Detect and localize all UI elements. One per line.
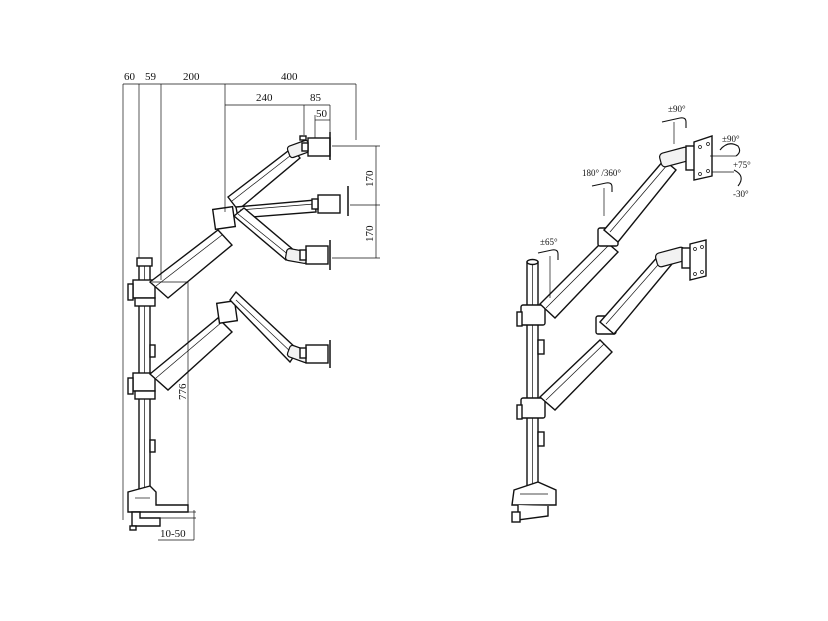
desk-clamp xyxy=(127,485,189,531)
dim-85: 85 xyxy=(310,92,322,104)
angle-tilt-top: ±90° xyxy=(668,104,686,114)
dim-60: 60 xyxy=(124,71,136,83)
angle-swivel: 180° /360° xyxy=(582,168,621,178)
angle-rotate-side: ±90° xyxy=(722,134,740,144)
dim-50: 50 xyxy=(316,108,328,120)
dim-776: 776 xyxy=(177,383,189,400)
pole-3d xyxy=(526,258,545,503)
upper-gas-arm-mid xyxy=(235,186,349,219)
upper-arm-base xyxy=(148,205,237,299)
upper-vesa-plate xyxy=(685,135,713,181)
angle-tilt-down: -30° xyxy=(733,189,749,199)
dim-170-bottom: 170 xyxy=(364,225,376,242)
upper-arm-base-3d xyxy=(538,239,620,319)
dim-400: 400 xyxy=(281,71,298,83)
lower-gas-arm xyxy=(229,290,331,368)
angle-tilt-up: +75° xyxy=(733,160,751,170)
upper-gas-arm-3d xyxy=(603,159,677,244)
lower-arm-base xyxy=(148,300,239,391)
dim-10-50: 10-50 xyxy=(160,528,186,540)
dim-240: 240 xyxy=(256,92,273,104)
desk-clamp-3d xyxy=(511,481,557,523)
upper-gas-arm-low xyxy=(232,207,331,270)
side-view: 60 59 200 400 240 85 50 170 170 776 10-5… xyxy=(122,71,380,541)
lower-arm-base-3d xyxy=(538,339,613,411)
dimension-lines xyxy=(122,83,380,541)
angle-indicators xyxy=(537,117,742,298)
upper-gas-arm-high xyxy=(227,132,331,212)
lower-collar-3d xyxy=(520,397,546,419)
perspective-view: ±90° ±90° +75° -30° 180° /360° ±65° xyxy=(511,104,751,523)
upper-collar-3d xyxy=(520,304,546,326)
dim-170-top: 170 xyxy=(364,170,376,187)
dim-200: 200 xyxy=(183,71,200,83)
lower-vesa-plate xyxy=(681,239,707,281)
dim-59: 59 xyxy=(145,71,157,83)
angle-arm-swing: ±65° xyxy=(540,237,558,247)
